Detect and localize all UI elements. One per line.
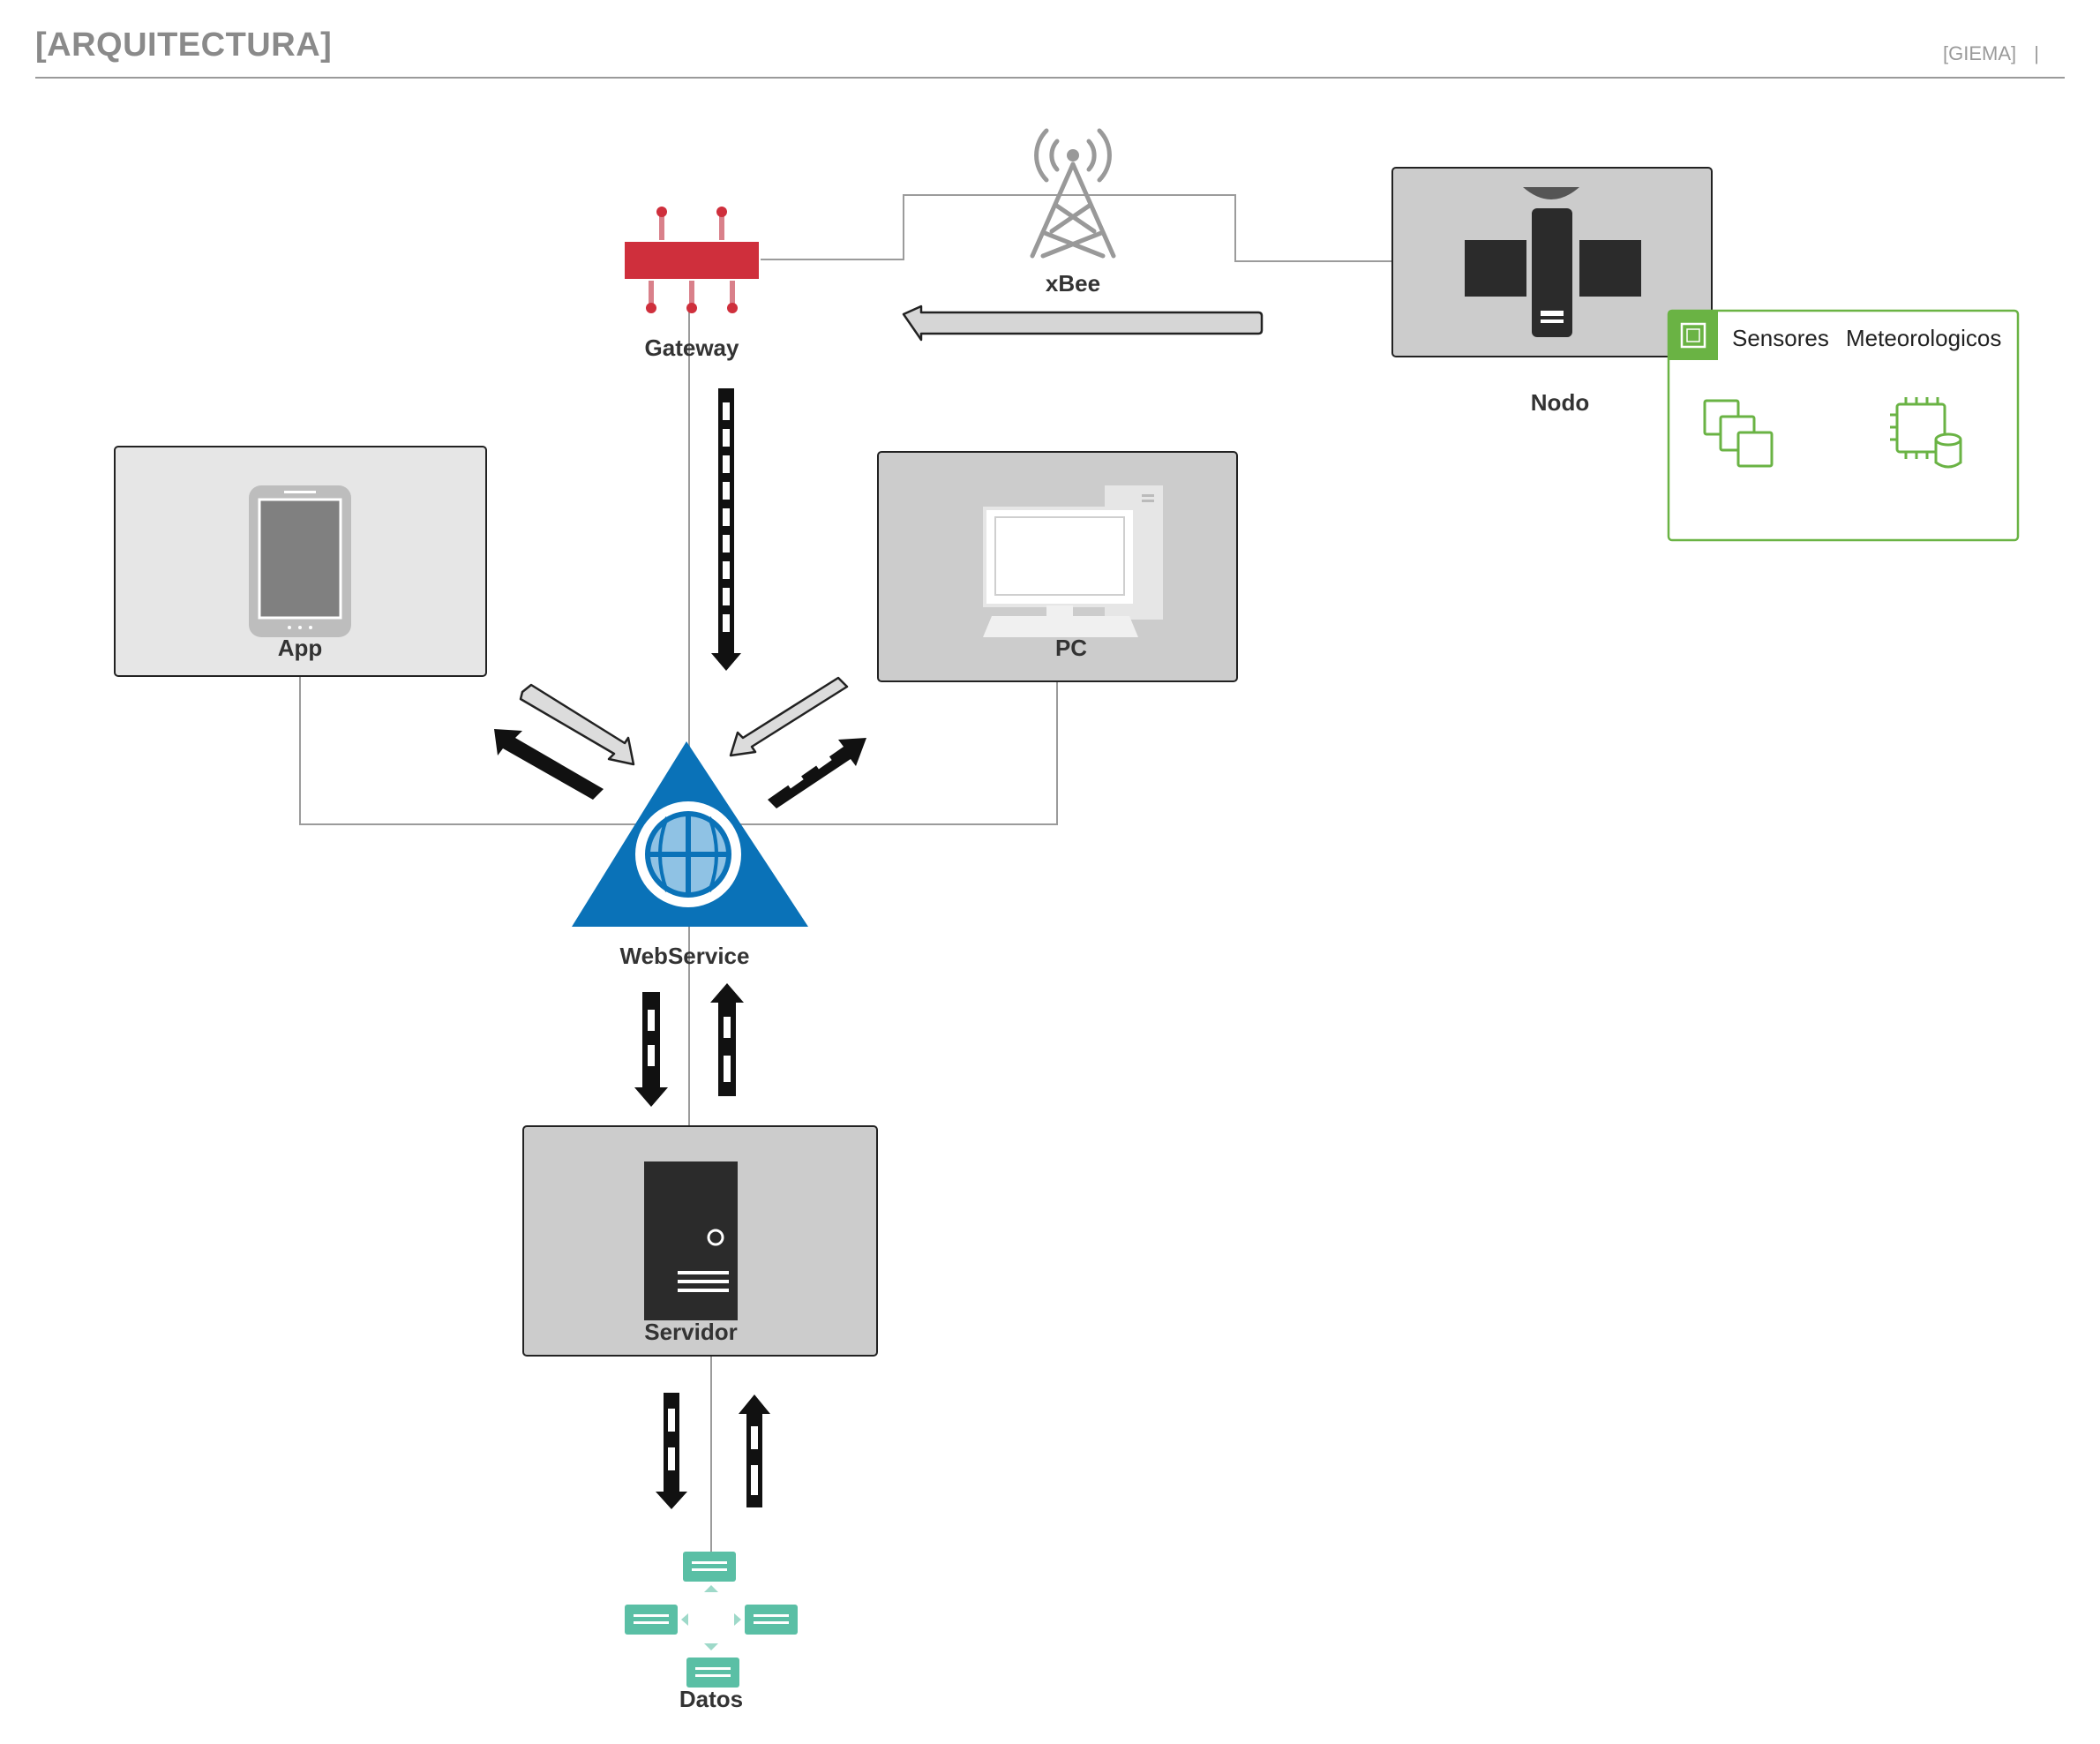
header-org: [GIEMA] | [1943,42,2039,65]
sensor-group[interactable]: Sensores Meteorologicos [1667,309,2020,542]
webservice-label: WebService [620,943,750,969]
desktop-computer-icon [983,485,1163,637]
header-divider [35,77,2065,79]
chip-icon [1669,311,1718,360]
flow-arrow-webservice-to-app [494,729,604,800]
nodo-label: Nodo [1531,389,1589,416]
flow-arrow-servidor-to-webservice [710,983,744,1096]
chip-storage-icon [1890,397,1962,469]
datos-label: Datos [679,1686,743,1712]
flow-arrow-webservice-to-servidor [634,992,668,1107]
globe-triangle-icon [572,741,808,927]
connector-lines [299,194,1392,1562]
sensor-label-2: Meteorologicos [1846,325,2001,351]
flow-arrow-xbee-to-gateway [902,304,1264,342]
tablet-icon [249,485,351,637]
flow-arrow-servidor-to-datos [656,1393,687,1509]
flow-arrow-gateway-to-webservice [711,388,741,671]
xbee-label: xBee [1046,270,1100,297]
gateway-label: Gateway [645,335,739,361]
satellite-icon [1465,187,1641,337]
servidor-label: Servidor [644,1319,738,1345]
flow-arrow-datos-to-servidor [739,1394,770,1507]
server-tower-icon [644,1161,738,1320]
flow-arrow-webservice-to-pc [768,738,866,808]
app-label: App [278,635,323,661]
org-label: [GIEMA] [1943,42,2017,64]
flow-arrow-pc-to-webservice [729,676,849,757]
header-separator: | [2034,42,2039,64]
instances-icon [1703,399,1774,468]
router-icon [625,207,759,313]
line-gateway-xbee [761,194,1392,262]
antenna-tower-icon [1030,128,1116,259]
pc-label: PC [1055,635,1087,661]
flow-arrow-app-to-webservice [519,683,635,766]
page-title: [ARQUITECTURA] [35,26,333,64]
sensor-label-1: Sensores [1732,325,1829,351]
database-cluster-icon [625,1552,798,1688]
